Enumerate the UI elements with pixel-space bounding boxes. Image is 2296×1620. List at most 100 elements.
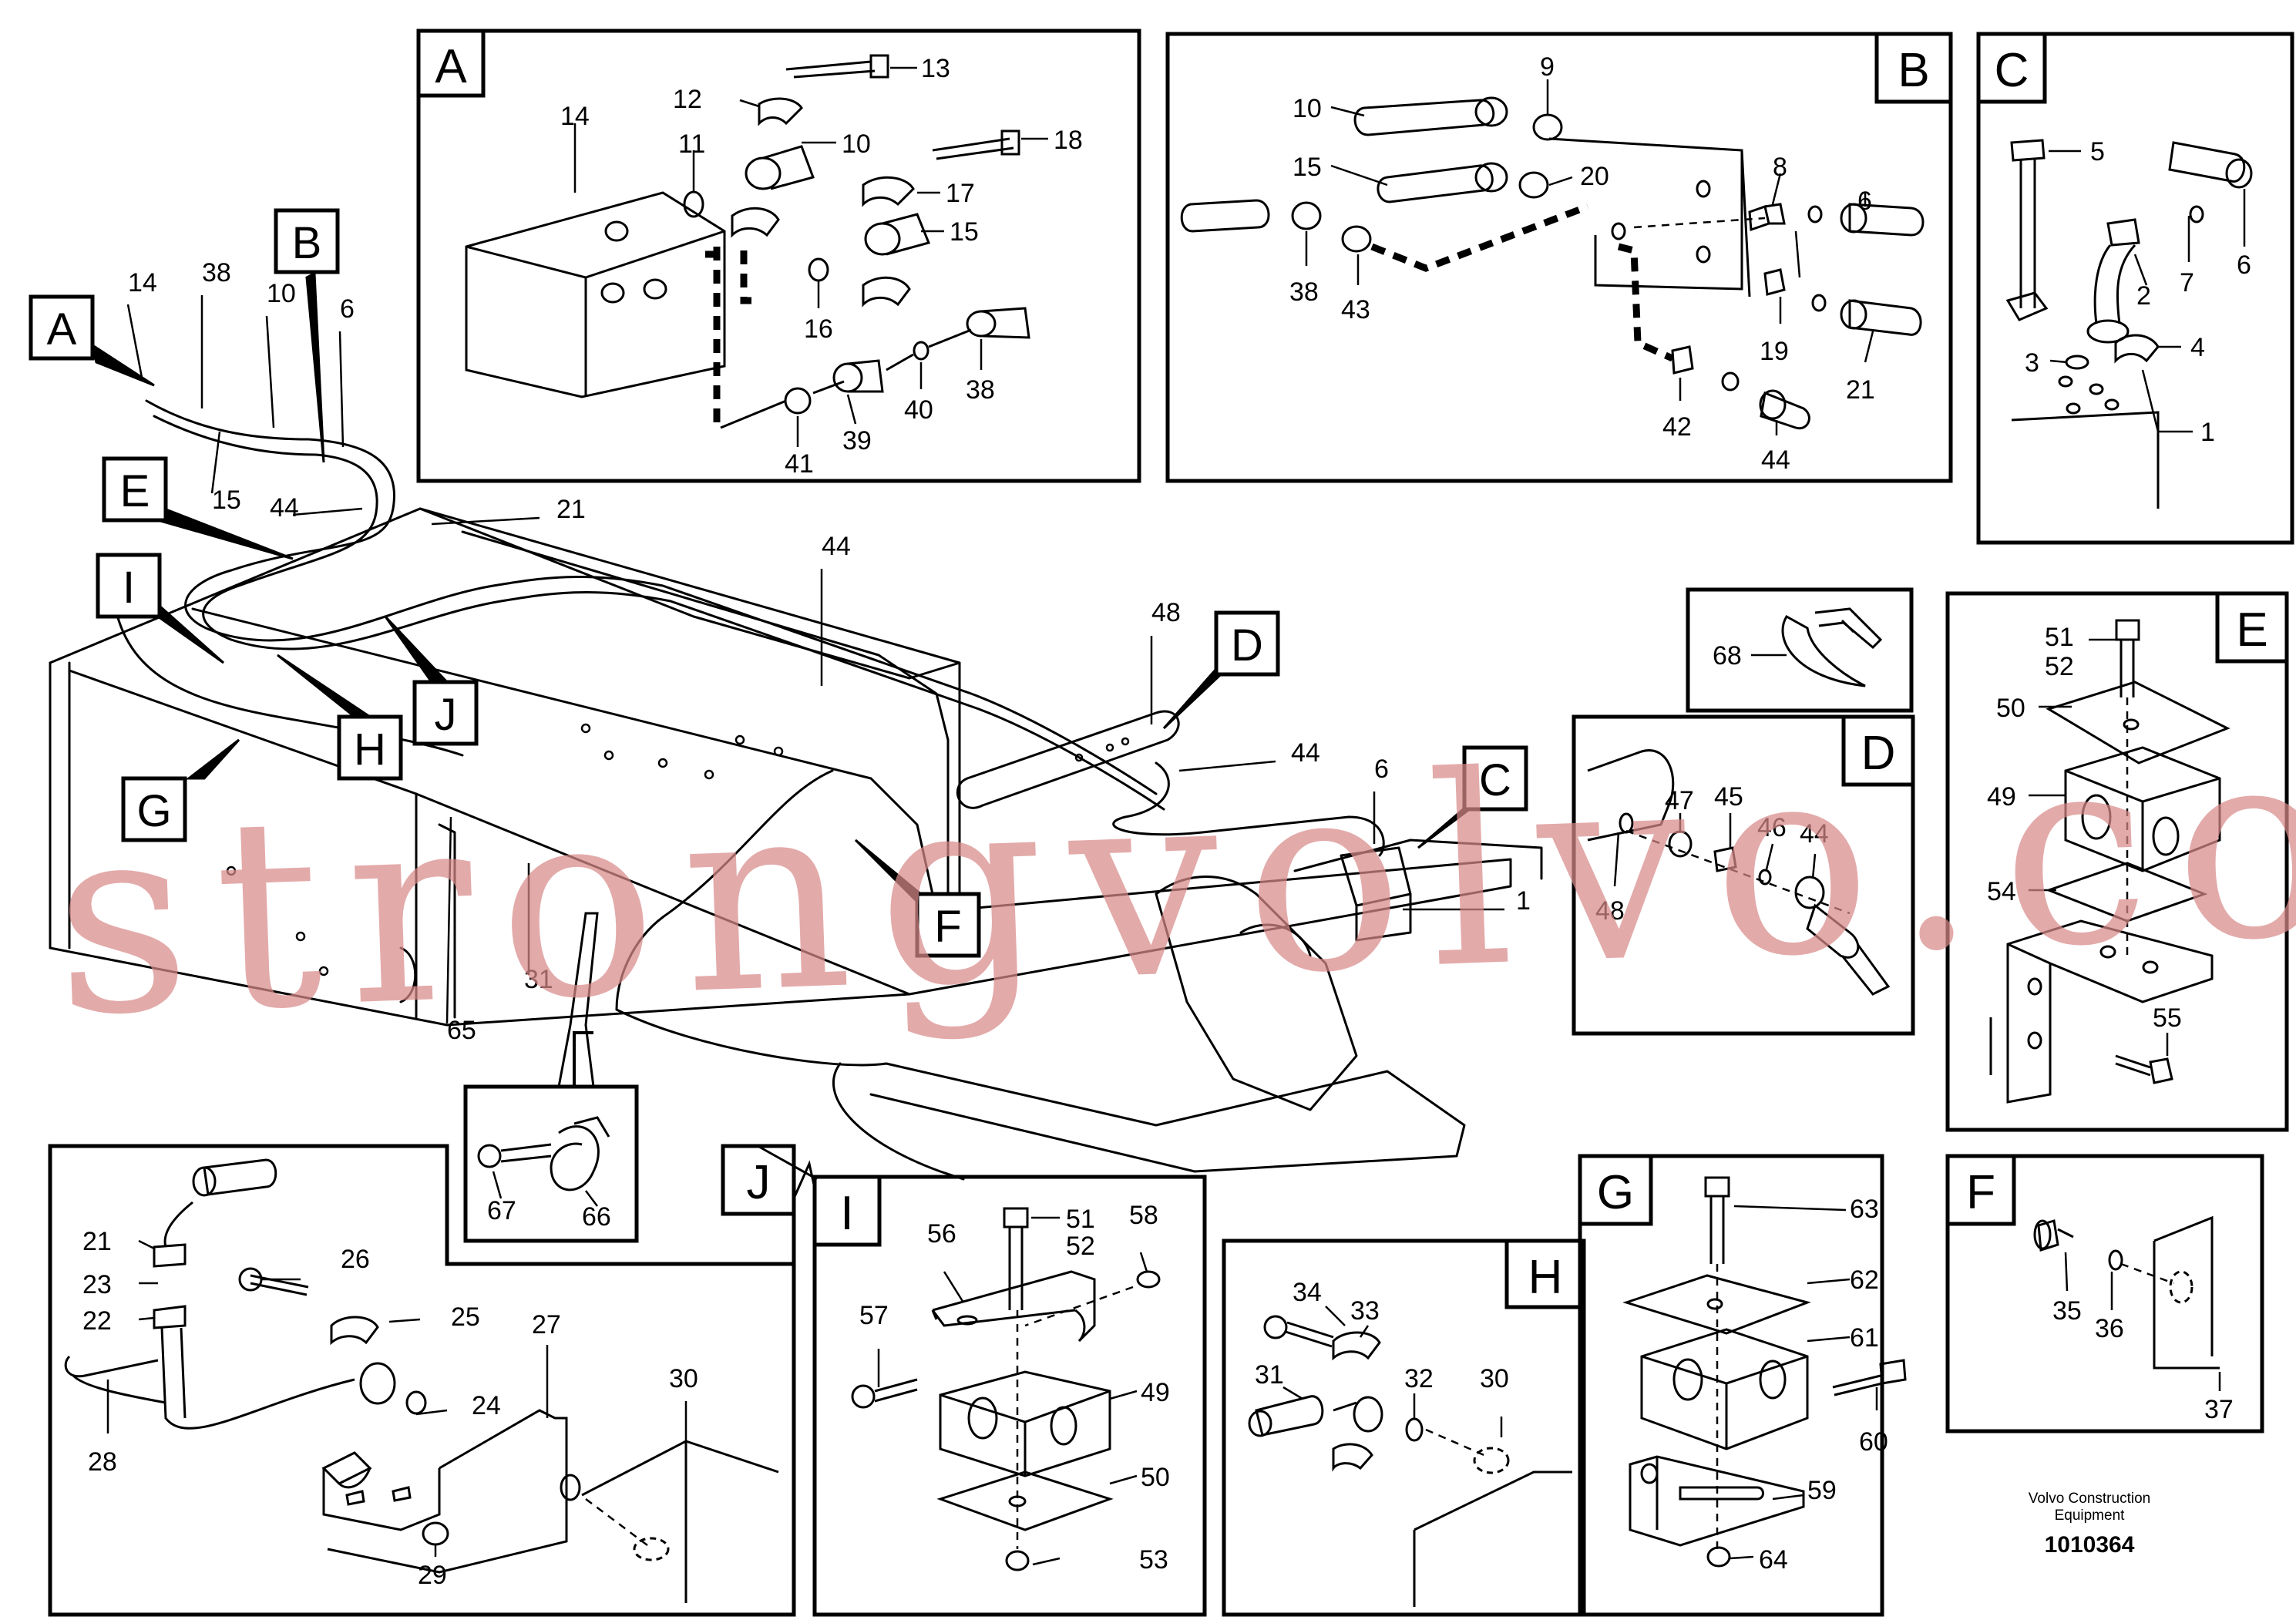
- part-label-35: 35: [2052, 1296, 2082, 1326]
- detail-panel-h: H 34 33 31 32 30: [1222, 1239, 1586, 1617]
- callout-box-frame: [274, 208, 340, 274]
- panel-letter-b: B: [1898, 44, 1929, 97]
- part-label-30: 30: [1480, 1364, 1509, 1393]
- part-label-32: 32: [1404, 1364, 1434, 1393]
- part-label-21: 21: [82, 1227, 112, 1256]
- panel-g-labels: 63 62 61 60 59 64: [1759, 1195, 1888, 1575]
- main-part-label-10: 10: [267, 279, 296, 308]
- part-label-12: 12: [673, 85, 702, 114]
- part-label-21: 21: [1846, 375, 1875, 405]
- callout-box-frame: [102, 456, 168, 523]
- detail-panel-66-67: 67 66: [463, 1031, 639, 1243]
- leader-to-panel-i: [758, 1145, 818, 1181]
- detail-panel-68: 68: [1686, 587, 1914, 713]
- panel-letter-i: I: [840, 1187, 853, 1240]
- part-label-27: 27: [532, 1310, 561, 1339]
- panel-f-labels: 35 36 37: [2052, 1296, 2234, 1424]
- callout-box-b: B: [274, 208, 340, 274]
- panel-letter-d: D: [1861, 727, 1896, 780]
- panel-i-labels: 51 52 58 56 57 49 50 53: [859, 1201, 1170, 1575]
- part-label-19: 19: [1760, 337, 1789, 366]
- callout-letter: B: [292, 218, 322, 268]
- part-label-62: 62: [1850, 1265, 1879, 1295]
- part-label-17: 17: [946, 179, 975, 208]
- part-label-49: 49: [1141, 1378, 1170, 1407]
- part-label-51: 51: [2045, 623, 2074, 652]
- callout-letter: A: [47, 304, 77, 355]
- main-part-label-65: 65: [447, 1016, 476, 1045]
- callout-box-j: J: [412, 680, 479, 746]
- company-name: Volvo Construction Equipment: [2009, 1491, 2170, 1524]
- callout-letter: J: [435, 690, 457, 740]
- panel-j-labels: 21 26 23 22 25 24 27 30 28 29: [82, 1227, 698, 1590]
- detail-panel-e: E 51 52 50 49 54 55: [1945, 591, 2289, 1132]
- callout-box-i: I: [96, 553, 162, 619]
- callout-box-g: G: [121, 776, 187, 842]
- part-label-5: 5: [2090, 137, 2105, 166]
- part-label-10: 10: [842, 129, 871, 159]
- main-part-label-15: 15: [212, 486, 241, 515]
- callout-box-frame: [29, 294, 95, 361]
- part-label-14: 14: [560, 102, 590, 131]
- company-line-2: Equipment: [2054, 1507, 2125, 1524]
- callout-box-frame: [96, 553, 162, 619]
- part-label-2: 2: [2136, 281, 2151, 311]
- part-label-3: 3: [2025, 348, 2039, 378]
- main-part-label-48: 48: [1151, 598, 1181, 627]
- part-label-52: 52: [2045, 652, 2074, 681]
- part-label-41: 41: [785, 449, 814, 479]
- part-label-66: 66: [582, 1202, 611, 1232]
- panel-d-labels: 47 45 46 44 48: [1595, 782, 1829, 926]
- detail-panel-i: I 51 52 58 56 57 49: [812, 1175, 1207, 1617]
- part-label-36: 36: [2095, 1314, 2124, 1343]
- part-label-18: 18: [1054, 126, 1083, 155]
- panel-c-labels: 5 7 6 2 3 4 1: [2025, 137, 2251, 447]
- part-label-38: 38: [1289, 277, 1319, 307]
- part-label-52: 52: [1066, 1232, 1095, 1261]
- part-label-23: 23: [82, 1270, 112, 1299]
- callout-pointer-wedges: [90, 271, 1484, 915]
- part-label-29: 29: [418, 1561, 447, 1590]
- main-part-label-44: 44: [1291, 738, 1320, 768]
- main-leader-lines: [126, 295, 1504, 1024]
- part-label-43: 43: [1341, 295, 1370, 324]
- part-label-50: 50: [1141, 1463, 1170, 1492]
- callout-box-d: D: [1214, 610, 1280, 677]
- main-part-label-44: 44: [270, 493, 299, 523]
- part-label-13: 13: [921, 54, 950, 83]
- part-label-60: 60: [1859, 1427, 1888, 1457]
- part-label-16: 16: [804, 314, 833, 344]
- part-label-4: 4: [2190, 333, 2205, 362]
- main-part-label-21: 21: [556, 495, 586, 524]
- part-label-54: 54: [1987, 877, 2016, 906]
- panel-letter-g: G: [1597, 1166, 1634, 1219]
- detail-panel-f: F 35 36 37: [1945, 1154, 2264, 1433]
- main-part-label-6: 6: [340, 294, 355, 324]
- panel-a-labels: 13 12 18 14 11 10 17 15 16 38 40 39 41: [560, 54, 1083, 479]
- callout-box-frame: [121, 776, 187, 842]
- panel-b-labels: 9 10 15 20 8 6 38 43 19 21 42 44: [1289, 52, 1875, 475]
- panel-h-labels: 34 33 31 32 30: [1255, 1278, 1509, 1393]
- part-label-68: 68: [1713, 641, 1742, 671]
- callout-box-a: A: [29, 294, 95, 361]
- detail-panel-b: B: [1165, 32, 1953, 483]
- panel-letter-c: C: [1995, 44, 2029, 97]
- part-label-6: 6: [2237, 250, 2251, 280]
- callout-letter: F: [934, 902, 961, 952]
- main-part-label-44: 44: [822, 532, 851, 561]
- part-label-56: 56: [927, 1219, 956, 1249]
- callout-box-h: H: [337, 714, 403, 781]
- main-assembly-drawing: [49, 399, 1543, 1181]
- part-label-57: 57: [859, 1301, 889, 1330]
- panel-letter-h: H: [1528, 1251, 1563, 1304]
- part-label-44: 44: [1761, 445, 1790, 475]
- part-label-53: 53: [1139, 1545, 1168, 1575]
- part-label-33: 33: [1350, 1296, 1380, 1326]
- part-label-63: 63: [1850, 1195, 1879, 1224]
- callout-box-frame: [1462, 745, 1528, 812]
- part-label-26: 26: [341, 1245, 370, 1274]
- part-label-51: 51: [1066, 1205, 1095, 1234]
- part-label-15: 15: [1293, 153, 1322, 182]
